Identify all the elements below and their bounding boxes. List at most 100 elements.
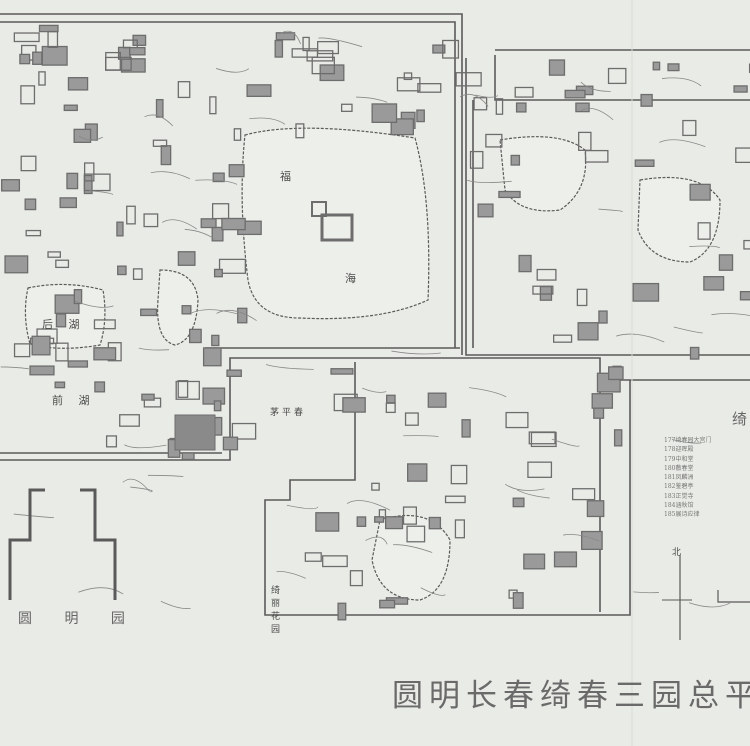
building: [613, 429, 623, 447]
garden-wall: [0, 13, 463, 355]
building: [152, 139, 168, 147]
path-line: [551, 438, 580, 447]
path-line: [403, 435, 439, 437]
building: [306, 50, 334, 62]
building: [311, 56, 335, 75]
building: [689, 183, 711, 201]
path-line: [88, 190, 114, 195]
building: [117, 265, 127, 276]
building: [41, 45, 68, 66]
building: [512, 592, 524, 609]
building: [218, 258, 246, 274]
building: [505, 411, 529, 429]
building: [444, 495, 466, 504]
building: [532, 285, 554, 295]
building: [473, 97, 488, 111]
building: [181, 452, 195, 461]
label-qianhu: 前 湖: [52, 394, 96, 407]
building: [454, 519, 466, 539]
island-pavilion: [320, 213, 354, 242]
building: [20, 85, 36, 105]
path-line: [147, 474, 184, 478]
path-line: [318, 37, 363, 48]
path-line: [563, 534, 600, 542]
path-line: [279, 30, 301, 45]
path-line: [13, 513, 55, 519]
building: [523, 553, 546, 570]
building: [211, 203, 230, 220]
path-line: [74, 300, 114, 308]
building: [141, 393, 155, 401]
building: [177, 380, 189, 398]
building: [66, 172, 79, 190]
legend-item: 183正觉寺: [664, 492, 694, 500]
building: [246, 84, 272, 98]
path-line: [616, 333, 665, 343]
path-line: [580, 108, 614, 121]
building: [237, 307, 248, 324]
building: [275, 32, 296, 41]
building: [54, 381, 66, 389]
lake-outline: [371, 514, 451, 601]
building: [274, 39, 284, 58]
building: [94, 381, 106, 393]
garden-wall: [0, 357, 750, 461]
path-line: [469, 387, 507, 398]
scale-bar: [717, 590, 750, 603]
building: [379, 599, 396, 609]
building: [553, 334, 573, 343]
building: [209, 96, 217, 115]
building: [47, 30, 59, 49]
building: [553, 551, 578, 568]
gate-building: [174, 414, 216, 451]
path-line: [130, 486, 153, 493]
building: [67, 360, 89, 368]
island-pavilion: [311, 201, 327, 217]
building: [213, 400, 222, 412]
legend-item: 181凤麟洲: [664, 474, 694, 482]
building: [416, 109, 425, 123]
building: [143, 213, 159, 228]
path-line: [286, 504, 319, 510]
building: [295, 123, 305, 139]
path-line: [671, 439, 702, 444]
garden-wall: [0, 21, 456, 348]
building: [404, 412, 419, 426]
building: [371, 103, 398, 124]
building: [291, 48, 319, 58]
building: [226, 369, 242, 377]
legend-item: 184涵秋馆: [664, 502, 694, 510]
building: [177, 81, 191, 99]
building: [495, 98, 504, 115]
building: [73, 289, 83, 305]
label-maopingchun: 茅平春: [270, 408, 307, 418]
path-line: [362, 387, 387, 393]
building: [384, 516, 404, 530]
building: [455, 72, 482, 87]
building: [528, 431, 556, 445]
building: [231, 422, 257, 440]
building: [640, 93, 653, 107]
path-line: [191, 309, 239, 315]
building: [689, 346, 700, 360]
building: [591, 393, 614, 409]
building: [428, 516, 442, 530]
building: [739, 290, 750, 301]
building: [233, 128, 242, 141]
building: [13, 32, 40, 43]
path-line: [276, 571, 306, 579]
building: [371, 482, 380, 491]
path-line: [144, 114, 174, 127]
building: [527, 461, 553, 478]
legend-qichun: 177绮春园大宫门 178迎晖殿 179中和堂 180敷春堂 181凤麟洲 18…: [664, 436, 711, 520]
building: [386, 394, 396, 404]
building: [228, 164, 245, 178]
building: [417, 83, 442, 93]
building: [608, 366, 624, 381]
path-line: [661, 77, 702, 87]
path-line: [122, 478, 150, 492]
path-line: [517, 489, 550, 499]
building: [24, 198, 37, 211]
building: [442, 39, 460, 59]
